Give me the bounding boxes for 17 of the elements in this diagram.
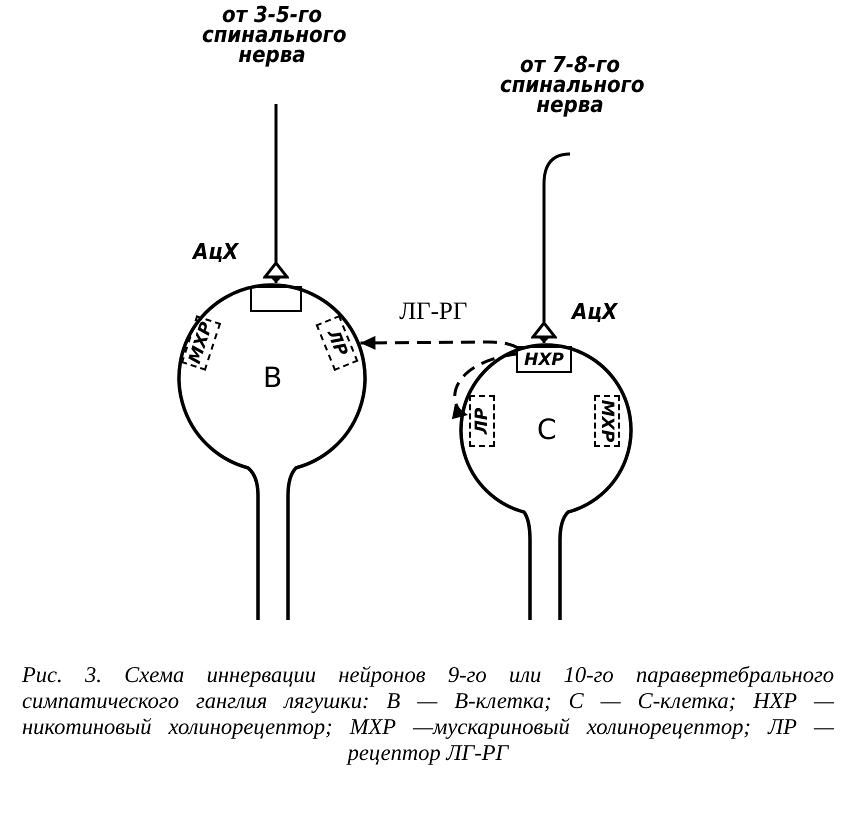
edge-label: АцХ (191, 243, 240, 263)
cell-letter: В (263, 361, 282, 394)
neuron-cell (178, 284, 368, 622)
edge-label: АцХ (570, 303, 620, 323)
cell-letter: С (537, 413, 557, 446)
receptor-box: МХР (594, 395, 620, 447)
receptor-box: ЛР (316, 314, 358, 372)
empty-receptor-box (250, 286, 302, 312)
receptor-box: МХР (180, 315, 222, 371)
dashed-arrow (360, 336, 519, 350)
dashed-arrow (452, 352, 516, 416)
receptor-box: ЛР (469, 395, 495, 447)
neuron-cell (458, 344, 634, 622)
nerve-fiber (264, 104, 288, 284)
receptor-box: НХР (516, 346, 572, 373)
nerve-fiber (532, 152, 570, 344)
figure-caption: Рис. 3. Схема иннервации нейронов 9-го или 10-го паравертебрального симпатического ганглия лягушки: В — В-клетка; С — С-клетка; НХР — никотиновый холинорецептор; МХР —мускариновый холинорецептор; ЛР — рецептор ЛГ-РГ (22, 662, 834, 766)
